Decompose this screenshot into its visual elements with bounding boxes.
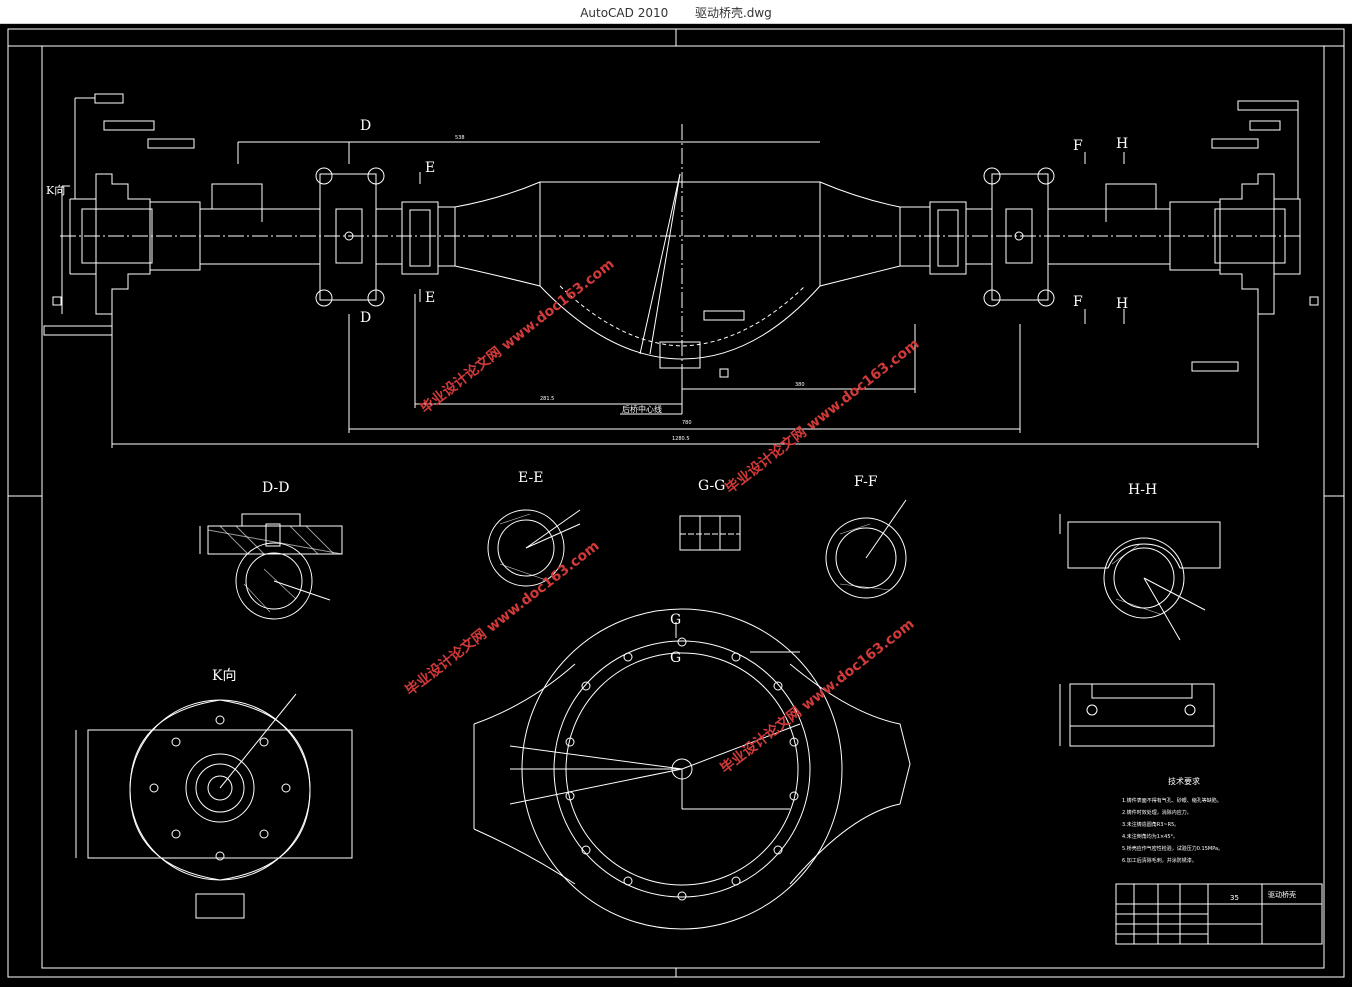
tech-req-item: 2.铸件时效处理，消除内应力。 bbox=[1122, 809, 1192, 816]
title-dd: D-D bbox=[262, 480, 289, 496]
tech-req-item: 4.未注倒角均为1×45°。 bbox=[1122, 833, 1178, 840]
title-ee: E-E bbox=[518, 470, 543, 486]
inner-border bbox=[41, 45, 1325, 969]
title-ff: F-F bbox=[854, 474, 878, 490]
title-block-qty: 35 bbox=[1230, 894, 1239, 902]
label-g-bottom: G bbox=[670, 650, 681, 666]
label-h-bottom: H bbox=[1116, 296, 1128, 312]
app-name: AutoCAD 2010 bbox=[580, 6, 669, 20]
section-hh-view bbox=[1059, 514, 1221, 747]
drawing-svg[interactable]: D D E E F F H H K向 G G D-D E-E G-G F-F H… bbox=[0, 24, 1352, 983]
file-name: 驱动桥壳.dwg bbox=[694, 6, 772, 20]
label-h-top: H bbox=[1116, 136, 1128, 152]
section-ee-view bbox=[487, 509, 581, 587]
window-title: AutoCAD 2010 驱动桥壳.dwg bbox=[0, 4, 1352, 21]
watermark-4: 毕业设计论文网 www.doc163.com bbox=[717, 615, 917, 777]
tech-req-item: 1.铸件表面不得有气孔、砂眼、缩孔等缺陷。 bbox=[1122, 797, 1222, 804]
title-block bbox=[1115, 883, 1323, 945]
label-d-top: D bbox=[360, 118, 371, 134]
drawing-canvas[interactable]: D D E E F F H H K向 G G D-D E-E G-G F-F H… bbox=[0, 24, 1352, 983]
section-dd-view bbox=[199, 513, 343, 620]
dim-top: 538 bbox=[455, 135, 465, 141]
main-axle-view bbox=[43, 93, 1319, 448]
dim-mid: 780 bbox=[682, 420, 692, 426]
section-gg-view bbox=[679, 515, 741, 551]
tech-req-item: 3.未注铸造圆角R3~R5。 bbox=[1122, 821, 1179, 828]
title-gg: G-G bbox=[698, 478, 725, 494]
tech-req-item: 6.加工后清除毛刺，并涂防锈漆。 bbox=[1122, 857, 1197, 864]
tech-req-list: 1.铸件表面不得有气孔、砂眼、缩孔等缺陷。 2.铸件时效处理，消除内应力。 3.… bbox=[1122, 797, 1223, 864]
tech-req-item: 5.桥壳应作气密性检验，试验压力0.15MPa。 bbox=[1122, 845, 1223, 852]
section-ff-view bbox=[825, 499, 907, 599]
center-note: 后桥中心线 bbox=[622, 404, 662, 414]
label-d-bottom: D bbox=[360, 310, 371, 326]
watermark-3: 毕业设计论文网 www.doc163.com bbox=[402, 537, 602, 699]
k-view bbox=[75, 693, 353, 919]
watermark-2: 毕业设计论文网 www.doc163.com bbox=[722, 335, 922, 497]
title-block-part-name: 驱动桥壳 bbox=[1268, 890, 1296, 899]
label-k-direction: K向 bbox=[46, 183, 65, 197]
label-g-top: G bbox=[670, 612, 681, 628]
dim-right: 380 bbox=[795, 382, 805, 388]
watermark-1: 毕业设计论文网 www.doc163.com bbox=[417, 255, 617, 417]
tech-req-title: 技术要求 bbox=[1168, 776, 1200, 786]
dim-left: 281.5 bbox=[540, 396, 554, 402]
window-titlebar: AutoCAD 2010 驱动桥壳.dwg bbox=[0, 0, 1352, 24]
dim-total: 1280.5 bbox=[672, 436, 690, 442]
label-e-bottom: E bbox=[425, 290, 435, 306]
housing-front-view bbox=[473, 608, 911, 930]
label-e-top: E bbox=[425, 160, 435, 176]
title-hh: H-H bbox=[1128, 482, 1157, 498]
label-f-bottom: F bbox=[1073, 294, 1083, 310]
title-k-view: K向 bbox=[212, 668, 236, 684]
label-f-top: F bbox=[1073, 138, 1083, 154]
